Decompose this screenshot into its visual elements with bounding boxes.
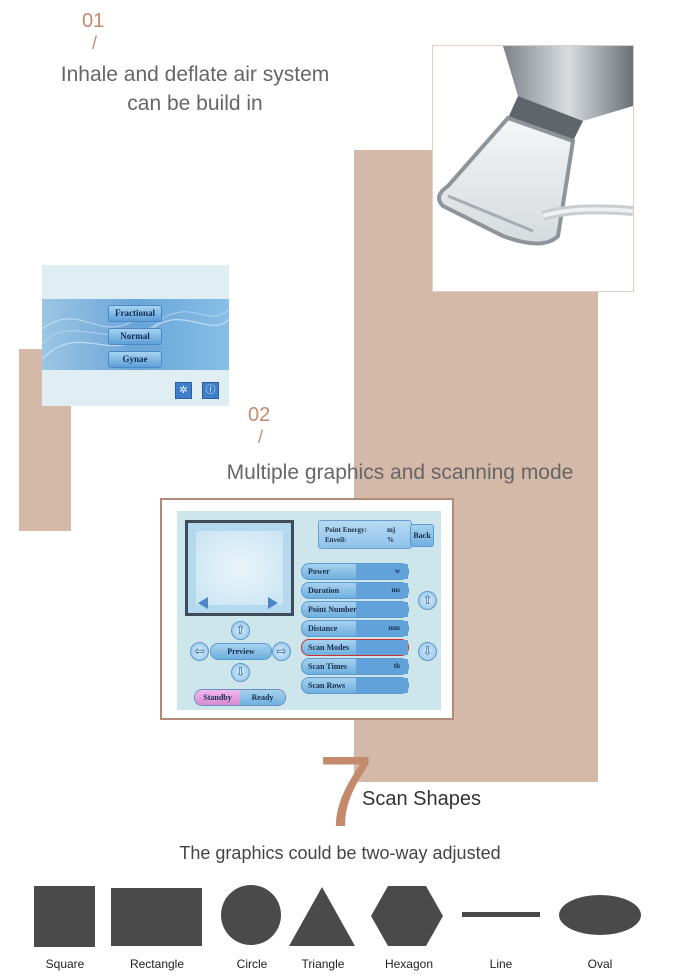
shape-label-hexagon: Hexagon	[384, 957, 434, 971]
param-unit: w	[394, 567, 400, 575]
back-button[interactable]: Back	[410, 524, 434, 547]
param-unit: mm	[388, 624, 400, 632]
square-shape	[34, 886, 95, 947]
section-heading-02: Multiple graphics and scanning mode	[226, 461, 574, 484]
gynae-button[interactable]: Gynae	[108, 351, 162, 368]
point-energy-unit: mj	[387, 526, 396, 534]
control-panel-screen: Point Energy: mj Enveil: % Back Power w …	[177, 511, 441, 710]
param-label: Scan Times	[308, 662, 348, 671]
param-value-field	[356, 659, 408, 674]
section-slash-01: /	[92, 33, 98, 53]
param-label: Point Number	[308, 605, 357, 614]
param-value-field	[356, 602, 408, 617]
enveil-unit: %	[387, 536, 394, 544]
section-number-02: 02	[248, 404, 271, 426]
scan-rows-param[interactable]: Scan Rows	[301, 677, 409, 694]
param-unit: ms	[391, 586, 400, 594]
energy-info-box: Point Energy: mj Enveil: %	[318, 520, 412, 549]
increase-icon[interactable]: ⇧	[418, 591, 437, 610]
param-value-field	[356, 640, 408, 655]
dpad-down-icon[interactable]: ⇩	[231, 663, 250, 682]
param-label: Duration	[308, 586, 340, 595]
ready-button[interactable]: Ready	[240, 690, 285, 705]
shape-label-oval: Oval	[587, 957, 613, 971]
preview-label: Preview	[227, 647, 255, 656]
preview-button[interactable]: Preview	[210, 643, 272, 660]
mode-menu-screen: Fractional Normal Gynae ✲ ⓘ	[42, 265, 229, 406]
hexagon-shape	[371, 886, 443, 946]
scan-shapes-title: Scan Shapes	[362, 788, 481, 810]
point-number-param[interactable]: Point Number	[301, 601, 409, 618]
preview-right-arrow-icon[interactable]	[268, 597, 278, 609]
shapes-row	[34, 885, 641, 947]
dpad-right-icon[interactable]: ⇨	[272, 642, 291, 661]
standby-ready-toggle: Standby Ready	[194, 689, 286, 706]
shape-label-line: Line	[489, 957, 513, 971]
oval-shape	[559, 895, 641, 935]
preview-glow	[196, 531, 283, 605]
param-label: Distance	[308, 624, 338, 633]
section-number-01: 01	[82, 10, 105, 32]
line-shape	[462, 912, 540, 917]
duration-param[interactable]: Duration ms	[301, 582, 409, 599]
preview-display	[185, 520, 294, 616]
param-unit: th	[393, 662, 400, 670]
rectangle-shape	[111, 888, 202, 946]
param-value-field	[356, 564, 408, 579]
param-value-field	[356, 678, 408, 693]
scan-times-param[interactable]: Scan Times th	[301, 658, 409, 675]
preview-left-arrow-icon[interactable]	[198, 597, 208, 609]
dpad-left-icon[interactable]: ⇦	[190, 642, 209, 661]
shape-label-square: Square	[45, 957, 85, 971]
handpiece-illustration	[433, 46, 633, 291]
point-energy-label: Point Energy:	[325, 526, 367, 534]
heading-line-1: Inhale and deflate air system	[60, 63, 330, 86]
decrease-icon[interactable]: ⇩	[418, 642, 437, 661]
shape-count: 7	[318, 736, 374, 848]
triangle-shape	[289, 887, 355, 946]
distance-param[interactable]: Distance mm	[301, 620, 409, 637]
power-param[interactable]: Power w	[301, 563, 409, 580]
scan-modes-param[interactable]: Scan Modes	[301, 639, 409, 656]
heading-line-2: can be build in	[127, 92, 263, 115]
section-slash-02: /	[258, 427, 264, 447]
handpiece-photo	[432, 45, 634, 292]
param-label: Scan Rows	[308, 681, 346, 690]
info-icon[interactable]: ⓘ	[202, 382, 219, 399]
shape-label-circle: Circle	[236, 957, 268, 971]
shape-label-triangle: Triangle	[301, 957, 345, 971]
shape-label-rectangle: Rectangle	[129, 957, 185, 971]
circle-shape	[221, 885, 281, 945]
param-label: Power	[308, 567, 330, 576]
normal-button[interactable]: Normal	[108, 328, 162, 345]
section-heading-01: Inhale and deflate air system can be bui…	[40, 60, 350, 118]
enveil-label: Enveil:	[325, 536, 347, 544]
scan-shapes-subtitle: The graphics could be two-way adjusted	[179, 843, 501, 863]
param-label: Scan Modes	[308, 643, 350, 652]
standby-button[interactable]: Standby	[195, 690, 240, 705]
param-value-field	[356, 621, 408, 636]
fractional-button[interactable]: Fractional	[108, 305, 162, 322]
settings-icon[interactable]: ✲	[175, 382, 192, 399]
param-value-field	[356, 583, 408, 598]
dpad-up-icon[interactable]: ⇧	[231, 621, 250, 640]
